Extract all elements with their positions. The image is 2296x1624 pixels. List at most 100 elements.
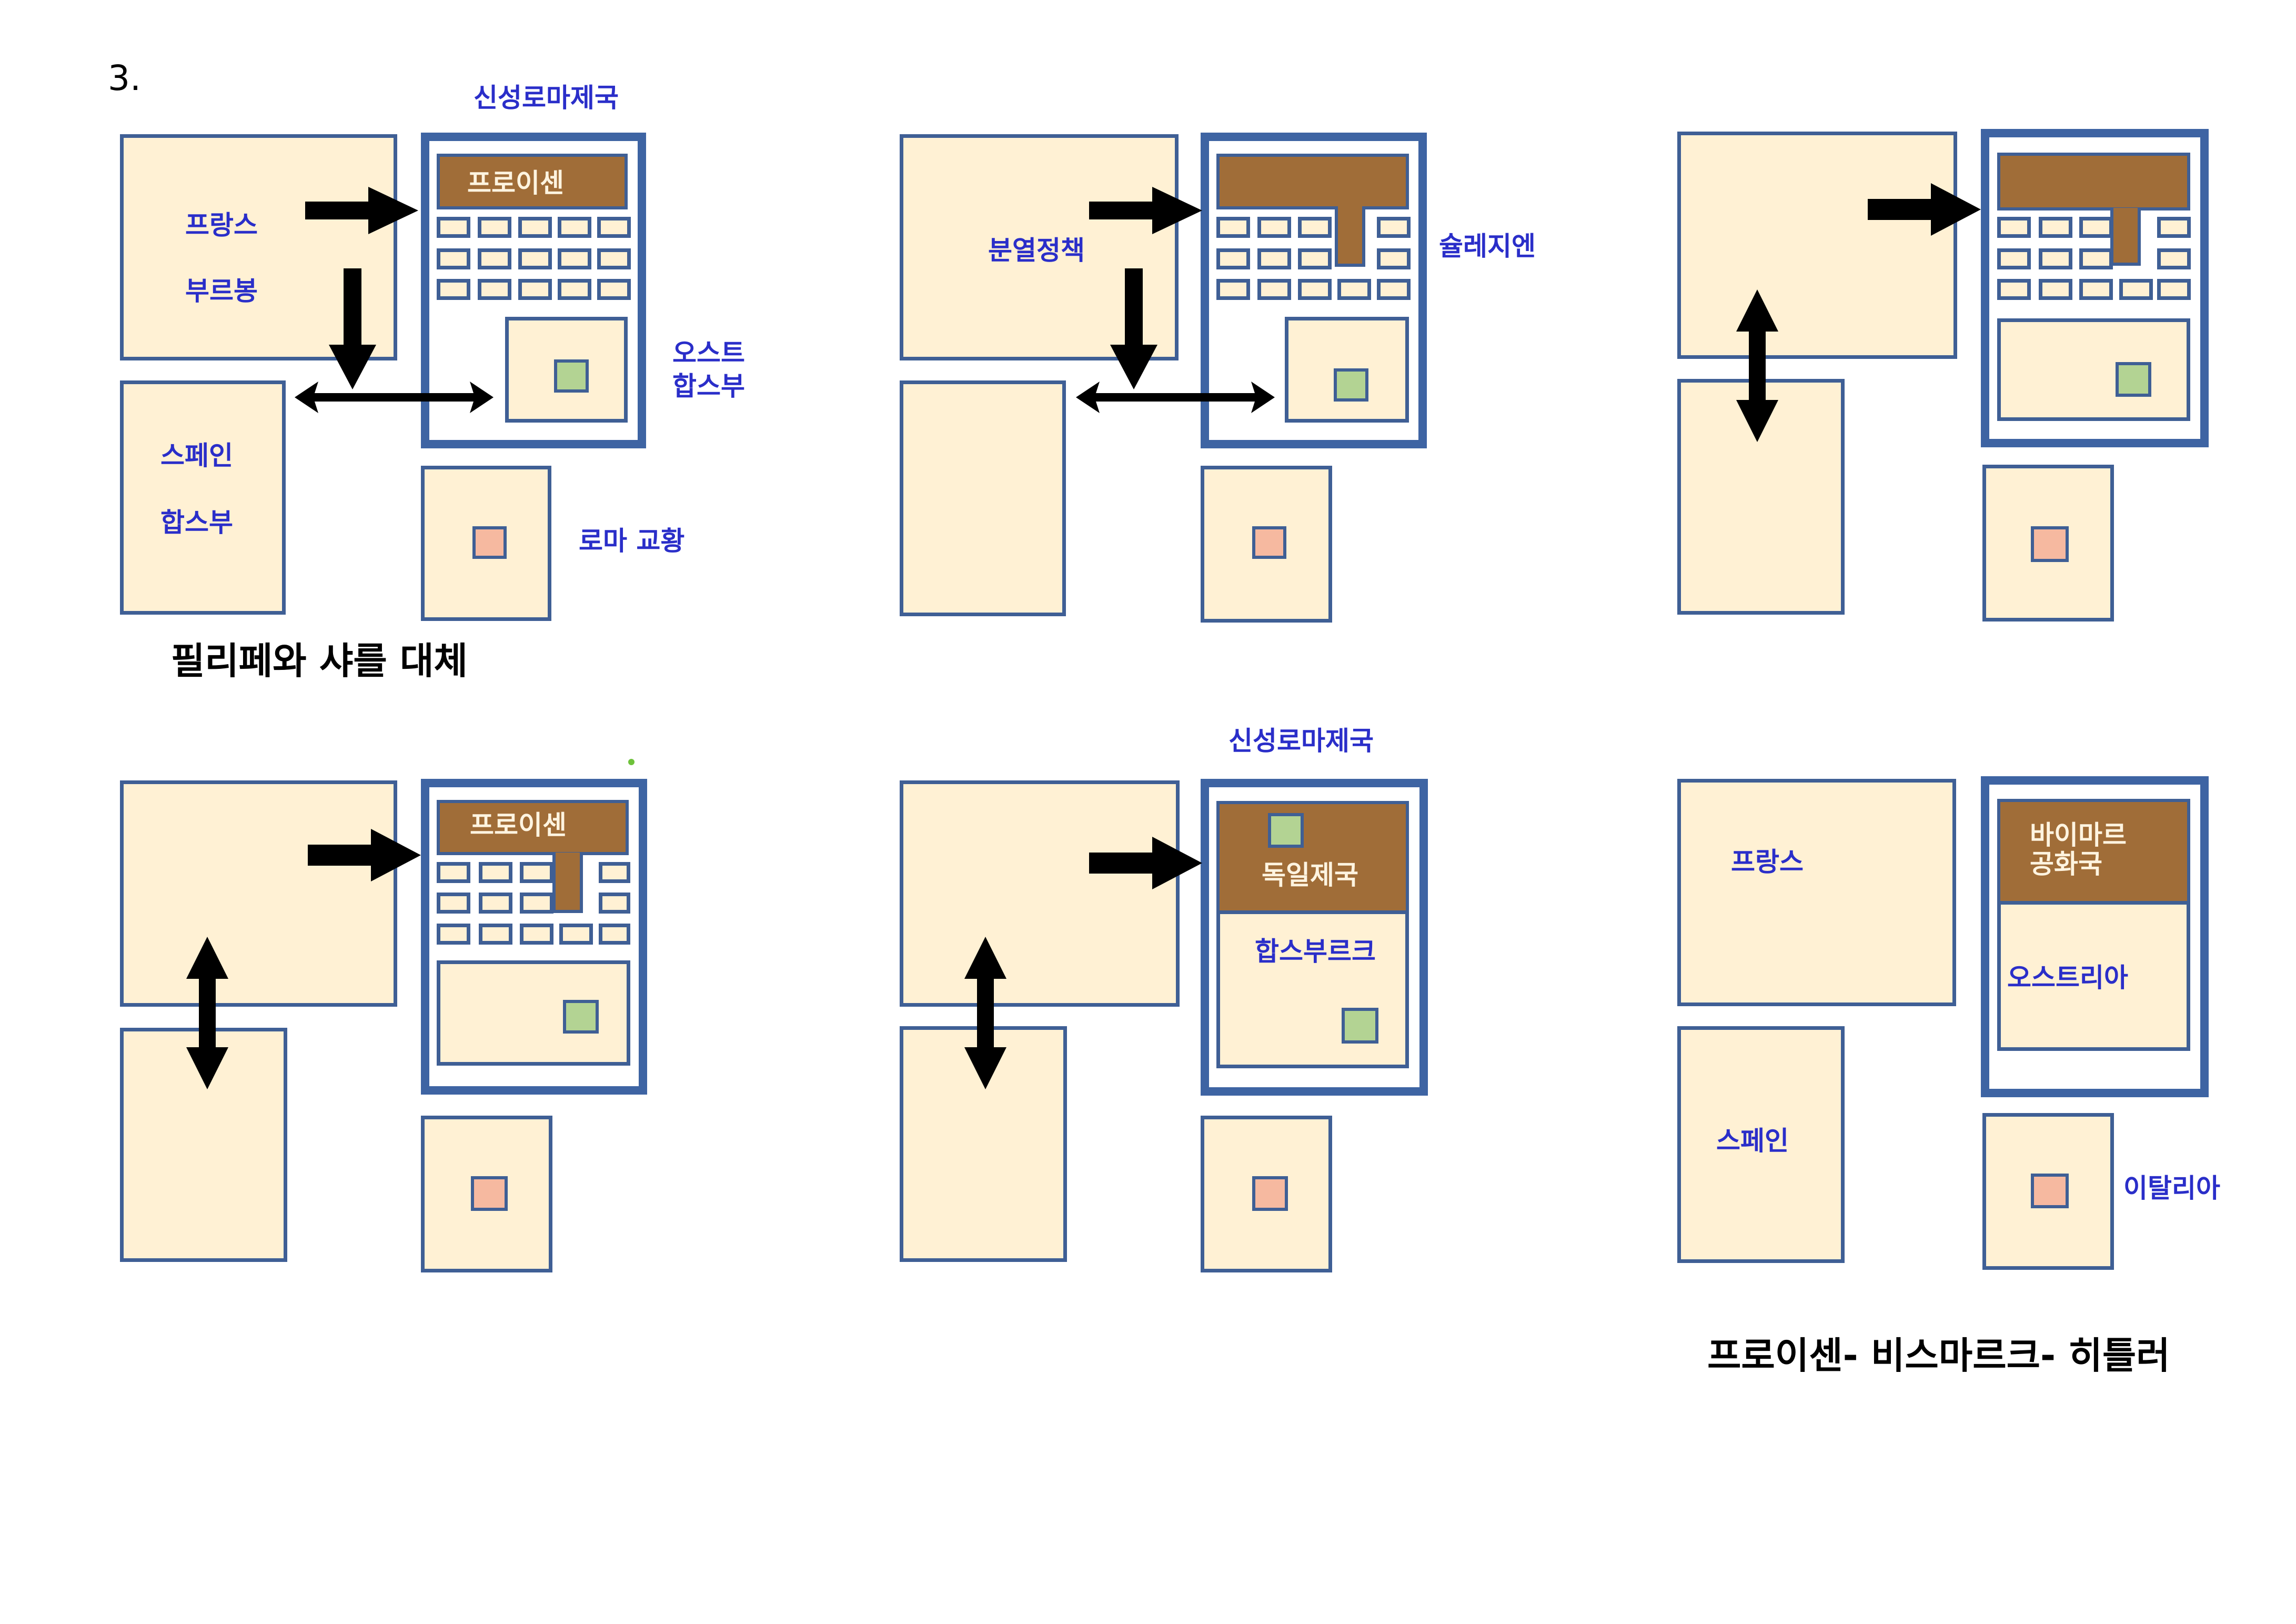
rome-marker [2031, 526, 2069, 562]
state-cell [2157, 217, 2191, 238]
state-cell [2119, 279, 2153, 300]
double-arrow-horizontal-icon [295, 382, 494, 413]
prussia-region [1216, 154, 1409, 209]
state-cell [558, 279, 591, 300]
prussia-label: 프로이센 [470, 810, 567, 840]
rome-marker [1252, 526, 1286, 559]
caption-1: 필리페와 샤를 대체 [171, 639, 468, 683]
state-cell [437, 862, 470, 883]
state-cell [597, 248, 631, 269]
green-dot [628, 759, 635, 765]
empire-label: 신성로마제국 [474, 83, 619, 113]
state-cell [2039, 248, 2072, 269]
rome-region [421, 1116, 552, 1272]
arrow-down-icon [329, 268, 376, 389]
italy-marker [2031, 1174, 2069, 1208]
france-region [120, 780, 397, 1007]
prussia-region [437, 154, 628, 209]
austria-label-line2: 합스부 [672, 370, 745, 402]
spain-habsburg-label: 합스부 [160, 507, 233, 538]
caption-6: 프로이센- 비스마르크- 히틀러 [1707, 1334, 2170, 1377]
arrow-right-icon [305, 187, 418, 234]
france-region [1677, 132, 1957, 359]
france-label: 프랑스 [1731, 847, 1804, 877]
double-arrow-vertical-icon [186, 937, 228, 1089]
state-cell [2039, 279, 2072, 300]
austria-label: 오스트리아 [2007, 963, 2128, 993]
weimar-label-line2: 공화국 [2030, 849, 2102, 879]
spain-label: 스페인 [160, 440, 233, 471]
state-cell [597, 279, 631, 300]
rome-marker [471, 1176, 508, 1211]
arrow-right-icon [1089, 837, 1202, 889]
austria-marker [1334, 368, 1368, 402]
weimar-label-line1: 바이마르 [2030, 820, 2127, 850]
state-cell [2039, 217, 2072, 238]
rome-label: 로마 교황 [579, 526, 685, 556]
state-cell [479, 924, 512, 945]
state-cell [479, 893, 512, 914]
state-cell [2079, 248, 2113, 269]
france-region [1677, 779, 1956, 1006]
state-cell [1257, 217, 1291, 238]
austria-region [1997, 901, 2190, 1051]
state-cell [478, 248, 511, 269]
state-cell [597, 217, 631, 238]
german-empire-region [1216, 801, 1409, 914]
austria-label: 오스트 합스부 [672, 337, 745, 403]
state-cell [2157, 279, 2191, 300]
austria-region [1997, 318, 2190, 421]
state-cell [478, 217, 511, 238]
state-cell [1257, 248, 1291, 269]
empire-label: 신성로마제국 [1228, 726, 1374, 756]
rome-marker [1252, 1176, 1288, 1211]
silesia-extension [1335, 206, 1365, 267]
austria-marker [563, 1000, 599, 1034]
state-cell [1298, 217, 1332, 238]
italy-label: 이탈리아 [2123, 1173, 2220, 1204]
state-cell [1337, 279, 1371, 300]
austria-region [437, 960, 630, 1066]
prussia-label: 프로이센 [467, 168, 564, 198]
german-empire-label: 독일제국 [1262, 860, 1358, 890]
state-cell [1377, 279, 1411, 300]
rome-region [1982, 465, 2114, 621]
habsburg-region [1216, 910, 1409, 1068]
state-cell [1377, 248, 1411, 269]
austria-marker [554, 359, 589, 393]
state-cell [518, 279, 552, 300]
arrow-right-icon [1868, 183, 1981, 236]
double-arrow-vertical-icon [1736, 289, 1778, 442]
weimar-label: 바이마르 공화국 [2030, 821, 2127, 879]
state-cell [437, 279, 470, 300]
section-number: 3. [108, 58, 141, 98]
state-cell [1216, 248, 1250, 269]
austria-marker [2116, 362, 2151, 397]
prussia-region [1997, 153, 2190, 210]
double-arrow-vertical-icon [964, 937, 1006, 1089]
state-cell [1257, 279, 1291, 300]
state-cell [1216, 217, 1250, 238]
silesia-label: 슐레지엔 [1439, 231, 1536, 262]
spain-region [900, 380, 1066, 616]
state-cell [558, 248, 591, 269]
rome-marker [472, 526, 507, 559]
bourbon-label: 부르봉 [185, 276, 258, 306]
state-cell [437, 217, 470, 238]
state-cell [1298, 279, 1332, 300]
state-cell [1216, 279, 1250, 300]
state-cell [558, 217, 591, 238]
austria-label-line1: 오스트 [672, 338, 745, 368]
state-cell [518, 217, 552, 238]
state-cell [1997, 217, 2031, 238]
state-cell [1997, 248, 2031, 269]
state-cell [479, 862, 512, 883]
state-cell [520, 893, 553, 914]
state-cell [1997, 279, 2031, 300]
silesia-extension [2110, 208, 2141, 266]
state-cell [437, 924, 470, 945]
habsburg-label: 합스부르크 [1255, 936, 1376, 967]
state-cell [559, 924, 593, 945]
division-policy-label: 분열정책 [988, 235, 1085, 266]
state-cell [1377, 217, 1411, 238]
